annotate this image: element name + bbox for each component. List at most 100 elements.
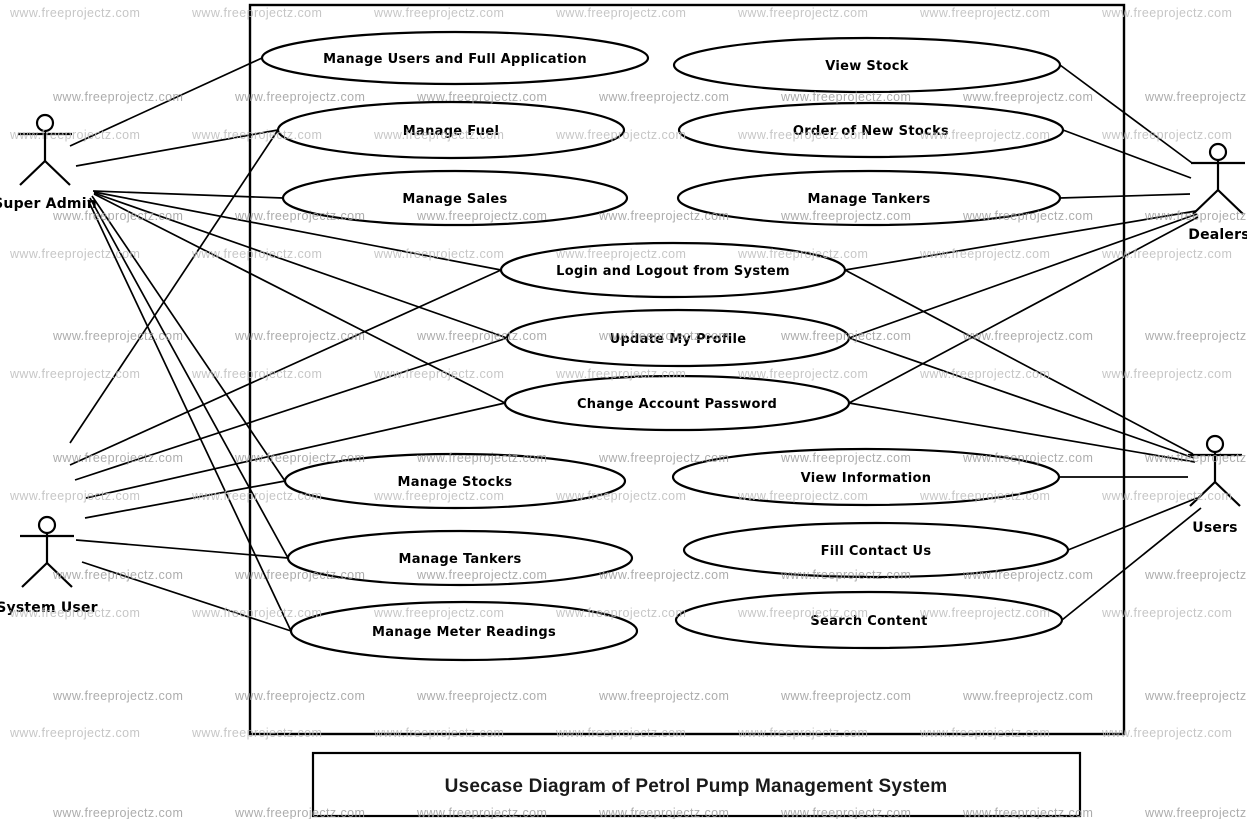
usecase-manage_sales: Manage Sales (281, 169, 629, 227)
association-super_admin-manage_tankers_left (89, 197, 289, 559)
actor-leg-left (1189, 481, 1216, 507)
usecase-oval (676, 169, 1062, 227)
usecase-manage_users: Manage Users and Full Application (260, 30, 650, 86)
usecase-login: Login and Logout from System (499, 241, 847, 299)
association-system_user-change_password (85, 402, 506, 499)
usecase-oval (505, 308, 851, 368)
usecase-label: Manage Users and Full Application (323, 52, 587, 67)
actor-users: Users (1188, 434, 1242, 536)
usecase-label: Order of New Stocks (793, 124, 949, 139)
association-dealers-change_password (848, 216, 1199, 404)
diagram-title-box: Usecase Diagram of Petrol Pump Managemen… (311, 751, 1082, 818)
association-super_admin-login (93, 191, 502, 271)
association-super_admin-manage_fuel (75, 129, 279, 167)
usecase-oval (289, 600, 639, 662)
system-boundary (248, 3, 1126, 736)
usecase-label: Manage Meter Readings (372, 625, 556, 640)
association-super_admin-update_profile (93, 192, 508, 339)
connections-layer (69, 57, 1202, 632)
usecase-label: Update My Profile (610, 332, 747, 347)
usecase-oval (503, 374, 851, 432)
usecase-update_profile: Update My Profile (505, 308, 851, 368)
usecase-label: View Information (801, 471, 932, 486)
association-users-search_content (1061, 507, 1202, 621)
actor-dealers: Dealers (1188, 142, 1247, 243)
association-dealers-manage_tankers_right (1059, 193, 1191, 199)
usecase-label: Manage Sales (402, 192, 507, 207)
association-system_user-login (69, 269, 502, 466)
actor-leg-right (1214, 481, 1241, 507)
association-dealers-order_stocks (1062, 129, 1192, 179)
usecase-manage_tankers_left: Manage Tankers (286, 529, 634, 587)
actor-leg-right (46, 562, 73, 588)
actor-head (35, 113, 55, 133)
usecases-layer: Manage Users and Full ApplicationManage … (260, 30, 1070, 662)
actor-label: System User (0, 600, 98, 616)
usecase-oval (671, 447, 1061, 507)
actor-head (1205, 434, 1225, 454)
actor-super_admin: Super Admin (0, 113, 97, 212)
usecase-manage_fuel: Manage Fuel (276, 100, 626, 160)
usecase-oval (286, 529, 634, 587)
association-dealers-update_profile (848, 213, 1198, 339)
usecase-oval (276, 100, 626, 160)
association-super_admin-manage_stocks (91, 195, 286, 482)
association-users-fill_contact (1067, 497, 1198, 551)
usecase-oval (672, 36, 1062, 94)
usecase-fill_contact: Fill Contact Us (682, 521, 1070, 579)
usecase-label: Manage Stocks (398, 475, 513, 490)
association-super_admin-manage_sales (92, 190, 284, 199)
usecase-label: Search Content (810, 614, 927, 629)
association-super_admin-manage_users (69, 57, 263, 147)
association-super_admin-manage_meter (87, 199, 292, 632)
usecase-change_password: Change Account Password (503, 374, 851, 432)
association-system_user-manage_tankers_left (75, 539, 289, 559)
association-super_admin-change_password (93, 193, 506, 404)
actor-label: Super Admin (0, 196, 97, 212)
usecase-manage_meter: Manage Meter Readings (289, 600, 639, 662)
association-users-change_password (848, 402, 1196, 463)
actor-leg-right (44, 160, 71, 186)
association-system_user-manage_meter (81, 561, 292, 632)
usecase-oval (499, 241, 847, 299)
association-system_user-update_profile (74, 337, 508, 481)
usecase-label: Change Account Password (577, 397, 777, 412)
actor-label: Users (1192, 520, 1237, 536)
usecase-view_stock: View Stock (672, 36, 1062, 94)
actor-label: Dealers (1188, 227, 1247, 243)
actor-leg-right (1217, 189, 1244, 215)
title-box-border (311, 751, 1082, 818)
usecase-label: Login and Logout from System (556, 264, 790, 279)
actor-leg-left (21, 562, 48, 588)
usecase-label: Manage Tankers (807, 192, 930, 207)
association-dealers-login (844, 210, 1197, 271)
usecase-oval (283, 452, 627, 510)
usecase-oval (260, 30, 650, 86)
association-users-login (844, 269, 1194, 455)
usecase-search_content: Search Content (674, 590, 1064, 650)
actor-head (37, 515, 57, 535)
diagram-title: Usecase Diagram of Petrol Pump Managemen… (445, 776, 948, 797)
usecase-oval (674, 590, 1064, 650)
usecase-oval (281, 169, 629, 227)
usecase-label: Fill Contact Us (821, 544, 932, 559)
usecase-manage_tankers_right: Manage Tankers (676, 169, 1062, 227)
usecase-manage_stocks: Manage Stocks (283, 452, 627, 510)
association-users-update_profile (848, 337, 1195, 459)
usecase-oval (677, 101, 1065, 159)
usecase-label: View Stock (825, 59, 909, 74)
association-system_user-manage_fuel (69, 129, 279, 444)
usecase-oval (682, 521, 1070, 579)
usecase-label: Manage Fuel (403, 124, 499, 139)
actor-system_user: System User (0, 515, 98, 616)
actor-leg-left (19, 160, 46, 186)
usecase-order_stocks: Order of New Stocks (677, 101, 1065, 159)
actor-leg-left (1192, 189, 1219, 215)
association-dealers-view_stock (1059, 64, 1193, 164)
usecase-label: Manage Tankers (398, 552, 521, 567)
association-system_user-manage_stocks (84, 480, 286, 519)
actor-head (1208, 142, 1228, 162)
